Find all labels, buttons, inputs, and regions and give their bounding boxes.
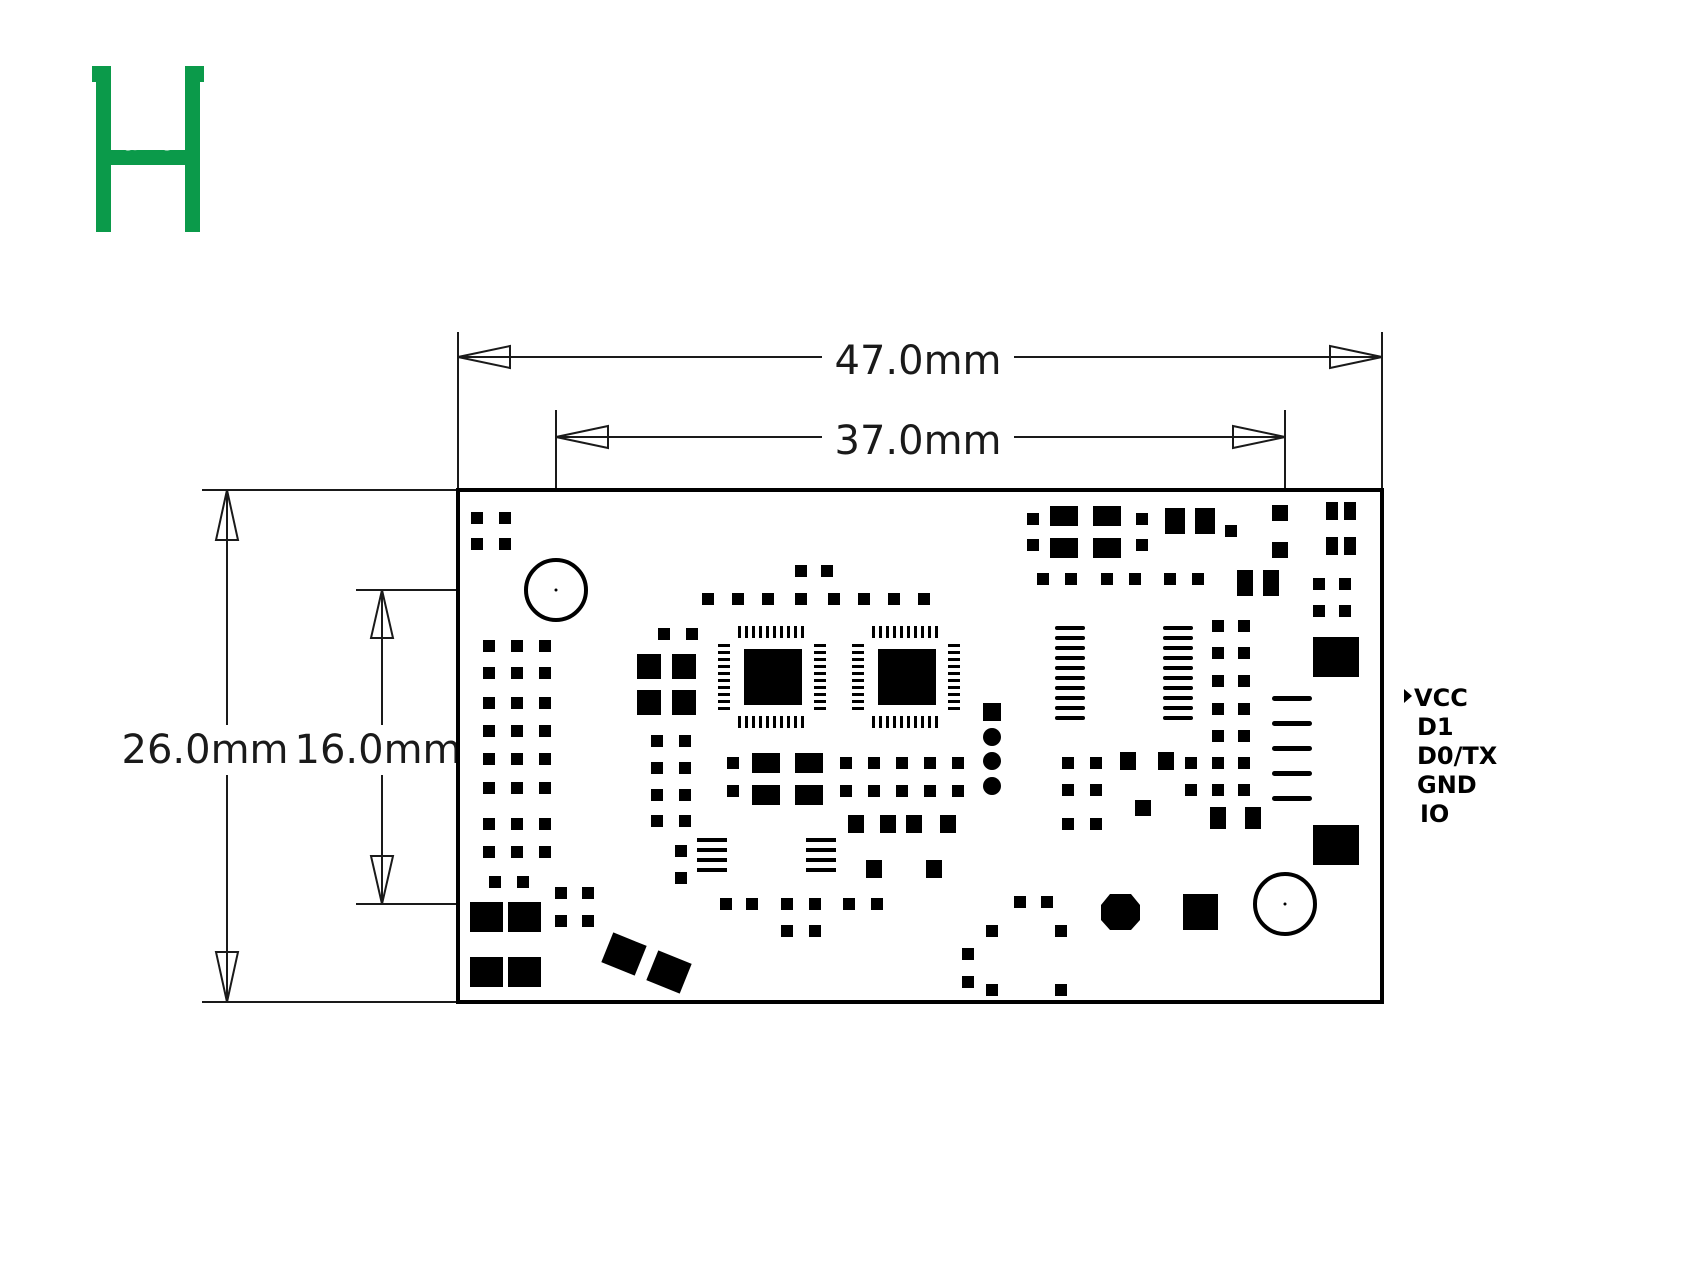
dimension-height-label: 26.0mm — [122, 727, 289, 773]
dimension-width-label: 47.0mm — [835, 338, 1002, 384]
pin-label-4: GND — [1417, 771, 1477, 799]
dimension-lines — [202, 332, 1383, 1003]
pin-label-3: D0/TX — [1417, 742, 1498, 770]
component-pads — [470, 502, 1359, 996]
dimension-hole-spacing-vertical-label: 16.0mm — [295, 727, 462, 773]
pin-label-2: D1 — [1417, 713, 1454, 741]
pin1-marker-icon — [1404, 689, 1412, 703]
pcb-outline — [456, 488, 1384, 1004]
h-logo-icon: aIG — [92, 66, 204, 232]
pin-label-5: IO — [1420, 800, 1449, 828]
logo-text: aIG — [121, 123, 175, 158]
dimension-hole-spacing-horizontal-label: 37.0mm — [835, 418, 1002, 464]
pin-label-1: VCC — [1414, 684, 1468, 712]
